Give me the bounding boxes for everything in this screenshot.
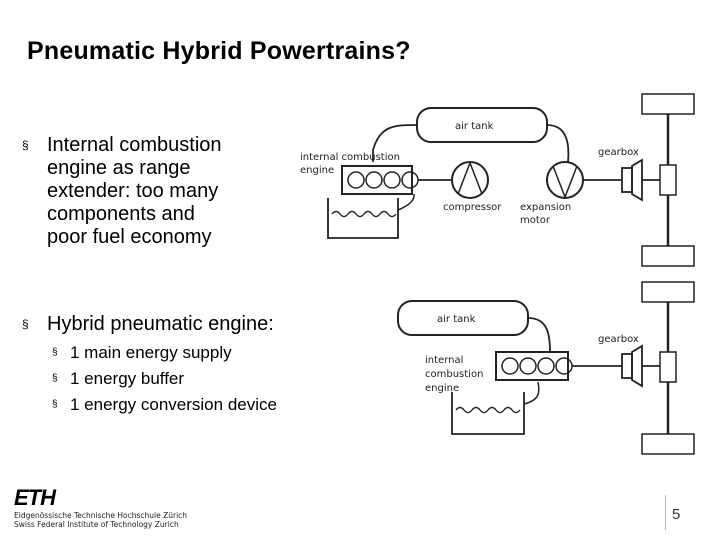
diagram-top [327, 93, 695, 267]
pipe-tank-compressor-top [372, 124, 418, 162]
fuel-tank-bottom [451, 392, 525, 435]
gearbox-bottom-b [631, 344, 643, 388]
bullet-line: Internal combustion [47, 134, 222, 156]
fuel-surface-bottom [455, 406, 521, 414]
compressor-symbol [451, 161, 489, 199]
label-gearbox-top: gearbox [598, 147, 639, 158]
label-compressor: compressor [443, 202, 502, 213]
bullet-line: Hybrid pneumatic engine: [47, 313, 274, 335]
label-gearbox-bottom: gearbox [598, 334, 639, 345]
label-air-tank-bottom: air tank [437, 314, 476, 325]
cylinder [501, 357, 519, 375]
gearbox-bottom-a [621, 353, 633, 379]
wheel-top-lower [641, 245, 695, 267]
fuel-line-bottom [523, 381, 540, 405]
eth-logo: ETH Eidgenössische Technische Hochschule… [14, 485, 187, 529]
label-ice-top-1: internal combustion [300, 152, 400, 163]
bullet-marker: § [22, 317, 29, 331]
label-ice-bottom-1: internal [425, 355, 463, 366]
sub-bullet-text: 1 energy buffer [70, 369, 185, 388]
label-expansion-2: motor [520, 215, 551, 226]
bullet-hybrid-pneumatic: § Hybrid pneumatic engine: [22, 313, 342, 336]
slide-title: Pneumatic Hybrid Powertrains? [27, 37, 411, 65]
eth-logo-line2: Swiss Federal Institute of Technology Zu… [14, 520, 179, 529]
sub-bullet-marker: § [52, 347, 58, 358]
cylinder [537, 357, 555, 375]
eth-logo-line1: Eidgenössische Technische Hochschule Zür… [14, 511, 188, 520]
differential-top [659, 164, 677, 196]
sub-bullet-item: § 1 energy conversion device [52, 392, 277, 418]
bullet-line: poor fuel economy [47, 226, 212, 248]
gearbox-top-a [621, 167, 633, 193]
label-ice-top-2: engine [300, 165, 334, 176]
cylinder [383, 171, 401, 189]
wheel-bottom-upper [641, 281, 695, 303]
diagram-bottom [397, 281, 695, 455]
differential-bottom [659, 351, 677, 383]
page-divider [665, 495, 666, 530]
eth-logo-word: ETH [14, 485, 56, 510]
diagram-top-labels: air tank internal combustion engine comp… [300, 121, 639, 226]
cylinder [347, 171, 365, 189]
sub-bullet-marker: § [52, 373, 58, 384]
sub-bullet-text: 1 main energy supply [70, 343, 232, 362]
label-ice-bottom-2: combustion [425, 369, 483, 380]
cylinder [519, 357, 537, 375]
gearbox-top-b [631, 158, 643, 202]
label-air-tank-top: air tank [455, 121, 494, 132]
bullet-range-extender: § Internal combustion engine as range ex… [22, 134, 282, 249]
pipe-tank-engine-bottom [527, 317, 551, 353]
cylinder [365, 171, 383, 189]
label-ice-bottom-3: engine [425, 383, 459, 394]
sub-bullet-text: 1 energy conversion device [70, 395, 277, 414]
sub-bullet-item: § 1 main energy supply [52, 340, 277, 366]
bullet-marker: § [22, 138, 29, 152]
pipe-tank-expansion-top [546, 124, 570, 163]
fuel-surface-top [331, 210, 397, 218]
compressor-triangle [457, 160, 483, 195]
bullet-line: engine as range [47, 157, 191, 179]
cylinder [401, 171, 419, 189]
engine-block-top [341, 165, 413, 195]
sub-bullet-item: § 1 energy buffer [52, 366, 277, 392]
cylinder [555, 357, 573, 375]
bullet-line: extender: too many [47, 180, 219, 202]
bullet-line: components and [47, 203, 195, 225]
label-expansion-1: expansion [520, 202, 571, 213]
sub-bullet-marker: § [52, 399, 58, 410]
fuel-tank-top [327, 198, 399, 239]
expansion-motor-symbol [546, 161, 584, 199]
sub-bullet-list: § 1 main energy supply § 1 energy buffer §… [52, 340, 277, 418]
expansion-motor-triangle [552, 165, 578, 200]
page-number: 5 [672, 506, 681, 523]
wheel-bottom-lower [641, 433, 695, 455]
fuel-line-top [397, 193, 415, 211]
engine-block-bottom [495, 351, 569, 381]
wheel-top-upper [641, 93, 695, 115]
diagram-bottom-labels: air tank internal combustion engine gear… [425, 314, 639, 394]
